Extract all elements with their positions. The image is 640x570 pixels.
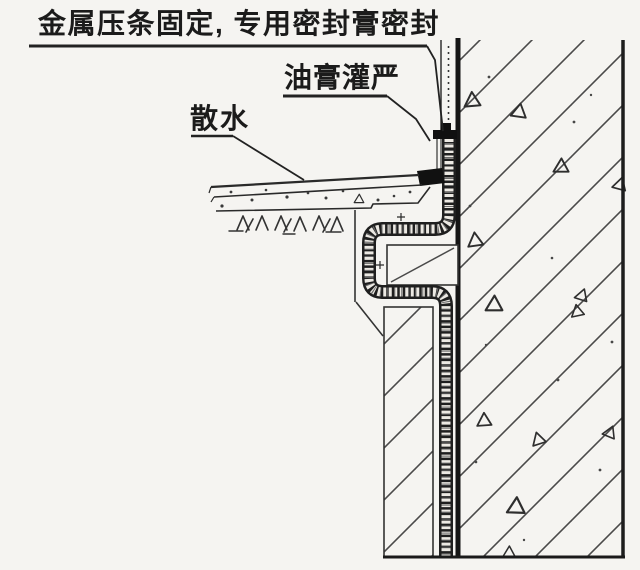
apron-slab: [208, 173, 431, 269]
membrane-termination: [417, 40, 457, 186]
metal-batten: [433, 130, 457, 139]
aggregate-triangle-icon: [476, 411, 493, 427]
aggregate-triangle-icon: [601, 425, 615, 440]
annotation-lines: [29, 44, 444, 181]
concrete-triangles: [353, 90, 627, 558]
aggregate-triangle-icon: [463, 90, 482, 108]
label-batten-seal: 金属压条固定, 专用密封膏密封: [37, 7, 440, 39]
plus-marks: [376, 213, 405, 269]
protection-wall: [354, 210, 434, 558]
earth-hatch: [228, 215, 344, 235]
aggregate-triangle-icon: [353, 193, 365, 204]
main-wall-section: [353, 38, 627, 558]
aggregate-triangle-icon: [573, 288, 588, 303]
aggregate-triangle-icon: [509, 102, 527, 119]
apron-speckle: [220, 188, 412, 208]
leader-apron: [232, 135, 305, 181]
aggregate-triangle-icon: [552, 157, 570, 173]
leader-batten-seal: [426, 45, 444, 132]
concrete-dots: [468, 75, 614, 542]
aggregate-triangle-icon: [532, 431, 547, 447]
aggregate-triangle-icon: [467, 231, 485, 248]
aggregate-triangle-icon: [505, 496, 526, 515]
batten-fixing: [441, 123, 451, 131]
label-mastic-fill: 油膏灌严: [284, 61, 400, 93]
ledge-chamfer-line: [355, 301, 384, 337]
aggregate-triangle-icon: [570, 303, 586, 318]
aggregate-triangle-icon: [484, 294, 504, 312]
concrete-ledge: [386, 244, 459, 286]
waterproof-membrane: [362, 139, 456, 556]
sealant-bead: [417, 168, 445, 186]
leader-mastic: [386, 95, 431, 142]
label-apron: 散水: [190, 103, 250, 134]
